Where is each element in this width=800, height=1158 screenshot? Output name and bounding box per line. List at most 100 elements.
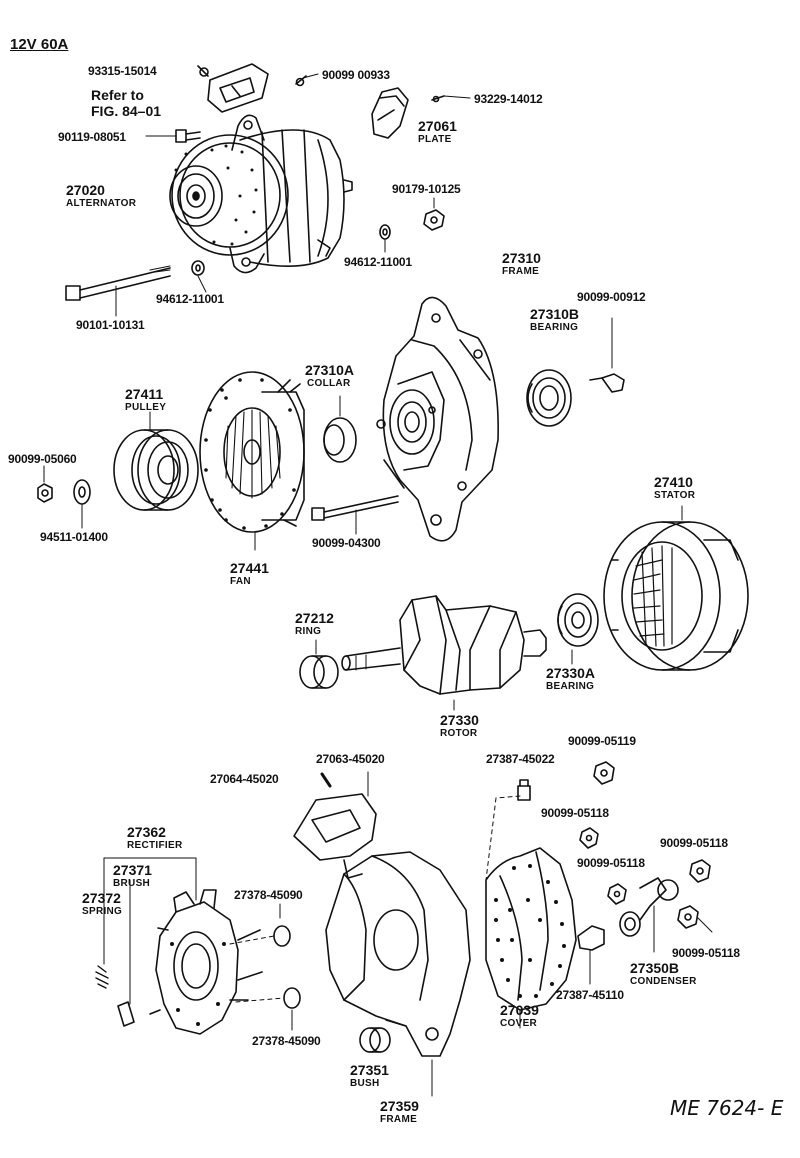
pulley-27411-illustration xyxy=(113,411,199,511)
nut-90099-05118-c-illustration xyxy=(689,859,711,883)
screw-93315-illustration xyxy=(197,65,209,77)
part-number-90099-05118-b: 90099-05118 xyxy=(577,856,645,870)
terminal-27387-a-illustration xyxy=(517,779,531,801)
bush-27351-illustration xyxy=(359,1027,391,1053)
bolt-90119-illustration xyxy=(145,129,201,143)
bearing-27310B-illustration xyxy=(526,369,572,427)
screw-90099-00933-illustration xyxy=(295,73,319,87)
stator-27410-illustration xyxy=(603,505,749,671)
part-number-27330: 27330 xyxy=(440,712,479,728)
part-number-90099-04300: 90099-04300 xyxy=(312,536,381,550)
part-number-27310B: 27310B xyxy=(530,306,580,322)
reference-link[interactable]: FIG. 84–01 xyxy=(91,103,162,119)
part-number-27351: 27351 xyxy=(350,1062,389,1078)
part-number-27020: 27020 xyxy=(66,182,105,198)
rotor-27330-illustration xyxy=(341,595,547,711)
part-name-alternator: ALTERNATOR xyxy=(66,198,137,209)
part-number-90099-00912: 90099-00912 xyxy=(577,290,646,304)
part-number-90099-05060: 90099-05060 xyxy=(8,452,77,466)
alternator-assembly-illustration xyxy=(169,63,353,274)
rear-frame-27359-illustration xyxy=(325,851,471,1097)
terminal-27387-b-illustration xyxy=(577,925,605,985)
screw-27064-illustration xyxy=(320,772,332,788)
frame-27310-illustration xyxy=(376,296,499,542)
brush-27371-illustration xyxy=(117,1001,135,1027)
part-number-27310A: 27310A xyxy=(305,362,355,378)
part-number-27359: 27359 xyxy=(380,1098,419,1114)
part-number-90099-05118-c: 90099-05118 xyxy=(660,836,728,850)
part-name-rotor: ROTOR xyxy=(440,728,478,739)
part-number-27371: 27371 xyxy=(113,862,152,878)
part-number-93315: 93315-15014 xyxy=(88,64,157,78)
part-name-fan: FAN xyxy=(230,576,251,587)
nut-90099-05118-a-illustration xyxy=(579,827,599,849)
part-number-27063: 27063-45020 xyxy=(316,752,385,766)
part-name-bearing-rotor: BEARING xyxy=(546,681,595,692)
part-number-27310: 27310 xyxy=(502,250,541,266)
spring-27372-illustration xyxy=(95,965,109,989)
part-number-27212: 27212 xyxy=(295,610,334,626)
part-number-27378-b: 27378-45090 xyxy=(252,1034,321,1048)
dashed-guides xyxy=(229,795,521,1003)
nut-90099-05118-d-illustration xyxy=(677,905,713,933)
part-name-bearing: BEARING xyxy=(530,322,579,333)
bracket-lines xyxy=(103,857,197,1005)
part-number-27441: 27441 xyxy=(230,560,269,576)
part-number-27039: 27039 xyxy=(500,1002,539,1018)
screw-90099-00912-illustration xyxy=(589,317,625,393)
washer-94612-a-illustration xyxy=(379,224,391,253)
part-number-94511: 94511-01400 xyxy=(40,530,108,544)
part-number-27372: 27372 xyxy=(82,890,121,906)
part-number-94612-b: 94612-11001 xyxy=(156,292,224,306)
part-name-condenser: CONDENSER xyxy=(630,976,697,987)
insulator-27378-a-illustration xyxy=(273,903,291,947)
nut-90179-illustration xyxy=(423,197,445,231)
part-number-27061: 27061 xyxy=(418,118,457,134)
cover-27039-illustration xyxy=(485,847,577,1029)
part-number-90119: 90119-08051 xyxy=(58,130,126,144)
part-name-brush: BRUSH xyxy=(113,878,151,889)
part-name-frame-rear: FRAME xyxy=(380,1114,418,1125)
part-number-27411: 27411 xyxy=(125,386,164,402)
reference-line-1: Refer to xyxy=(91,87,144,103)
part-number-90099-05119: 90099-05119 xyxy=(568,734,636,748)
part-number-27064: 27064-45020 xyxy=(210,772,279,786)
nut-90099-05060-illustration xyxy=(37,465,53,503)
plate-27061-illustration xyxy=(371,87,409,139)
part-number-90099-05118-d: 90099-05118 xyxy=(672,946,740,960)
through-bolt-90101-illustration xyxy=(65,265,171,317)
part-name-pulley: PULLEY xyxy=(125,402,167,413)
part-name-ring: RING xyxy=(295,626,322,637)
part-number-90101: 90101-10131 xyxy=(76,318,145,332)
bolt-90099-04300-illustration xyxy=(311,495,399,535)
part-name-cover: COVER xyxy=(500,1018,538,1029)
nut-90099-05119-illustration xyxy=(593,761,615,785)
part-number-27387-b: 27387-45110 xyxy=(556,988,624,1002)
insulator-27378-b-illustration xyxy=(283,987,301,1031)
bearing-27330A-illustration xyxy=(557,593,599,665)
part-number-27350B: 27350B xyxy=(630,960,680,976)
washer-94612-b-illustration xyxy=(191,260,207,293)
part-number-27362: 27362 xyxy=(127,824,166,840)
nut-90099-05118-b-illustration xyxy=(607,883,627,905)
part-number-90099-05118-a: 90099-05118 xyxy=(541,806,609,820)
part-number-94612-a: 94612-11001 xyxy=(344,255,412,269)
part-number-27410: 27410 xyxy=(654,474,693,490)
part-name-spring: SPRING xyxy=(82,906,123,917)
part-name-collar: COLLAR xyxy=(307,378,351,389)
part-number-27378-a: 27378-45090 xyxy=(234,888,303,902)
condenser-27350B-illustration xyxy=(619,877,679,953)
ring-27212-illustration xyxy=(299,639,339,689)
part-name-rectifier: RECTIFIER xyxy=(127,840,183,851)
part-number-90099-00933: 90099 00933 xyxy=(322,68,390,82)
screw-93229-illustration xyxy=(431,95,471,103)
figure-code: ME 7624- E xyxy=(670,1096,784,1120)
part-number-27330A: 27330A xyxy=(546,665,596,681)
collar-27310A-illustration xyxy=(323,395,357,463)
part-number-90179: 90179-10125 xyxy=(392,182,461,196)
rectifier-holder-27362-illustration xyxy=(149,889,263,1035)
washer-94511-illustration xyxy=(73,479,91,529)
part-name-bush: BUSH xyxy=(350,1078,380,1089)
